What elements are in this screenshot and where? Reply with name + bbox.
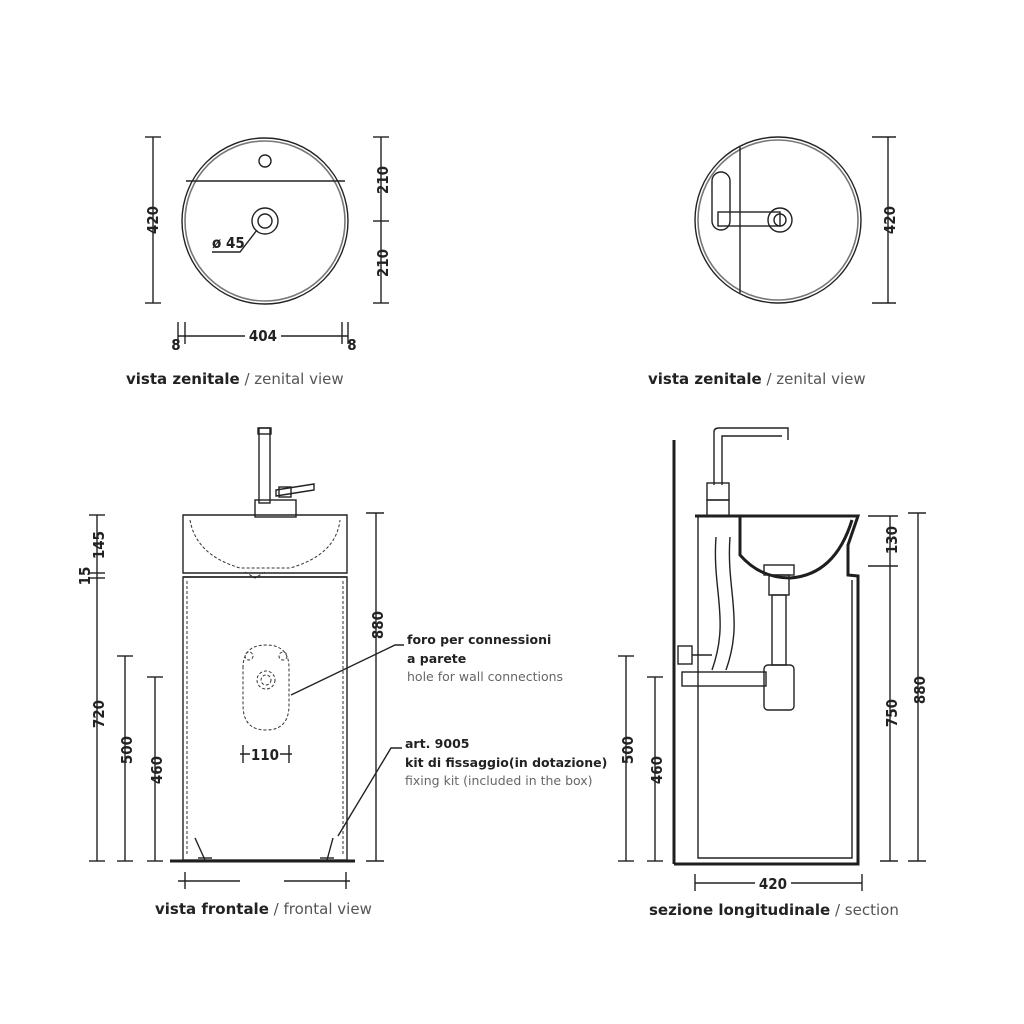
- section-view: 130 750 880 500 460 420 sezione longitud…: [618, 427, 929, 919]
- caption-zenital-right: vista zenitale / zenital view: [648, 370, 866, 388]
- hole-width-label: 110: [251, 746, 279, 764]
- right-gap-label: 8: [347, 336, 356, 354]
- total-height-label: 880: [369, 611, 387, 639]
- faucet-body: [706, 482, 730, 501]
- drain-outer: [767, 207, 793, 233]
- section-shell: [674, 514, 861, 866]
- wall-hole-note-line2: a parete: [407, 651, 466, 666]
- drain-diameter-label: ø 45: [212, 234, 245, 252]
- basin-front: [182, 514, 348, 574]
- drain-leader: [212, 229, 258, 253]
- stop-valve: [677, 645, 693, 665]
- frontal-view: 110 145 15 720 500 460 880: [76, 427, 607, 918]
- fixing-kit-en: fixing kit (included in the box): [405, 773, 593, 788]
- drain-pipe: [771, 594, 787, 666]
- zenital-view-left: ø 45 420 210 210 404 8 8 vista zenitale …: [126, 136, 392, 388]
- left-gap-label: 8: [171, 336, 180, 354]
- upper-half-label: 210: [374, 166, 392, 194]
- kit-500-label: 500: [118, 736, 136, 764]
- height-dim-label: 420: [144, 206, 162, 234]
- zenital-view-right: 420 vista zenitale / zenital view: [648, 136, 899, 388]
- tap-handle: [711, 171, 731, 231]
- caption-frontal: vista frontale / frontal view: [155, 900, 372, 918]
- kit-460-label: 460: [648, 756, 666, 784]
- fixing-kit-leader: [337, 747, 402, 837]
- basin-inner-outline: [184, 140, 346, 302]
- tap-body: [258, 427, 271, 504]
- total-height-label: 880: [911, 676, 929, 704]
- fixing-kit-right: [326, 837, 334, 861]
- tap-lever: [275, 483, 315, 497]
- kit-460-label: 460: [148, 756, 166, 784]
- basin-hidden-bowl: [189, 519, 341, 569]
- siphon-trap: [763, 664, 795, 711]
- hole-height-label: 720: [90, 700, 108, 728]
- lower-half-label: 210: [374, 249, 392, 277]
- caption-section: sezione longitudinale / section: [649, 901, 899, 919]
- wall-hole-note-en: hole for wall connections: [407, 669, 563, 684]
- caption-zenital-left: vista zenitale / zenital view: [126, 370, 344, 388]
- fixing-kit-code: art. 9005: [405, 736, 469, 751]
- fixing-kit-it: kit di fissaggio(in dotazione): [405, 755, 607, 770]
- fixing-kit-left: [194, 837, 206, 861]
- tap-spout: [717, 211, 781, 227]
- body-height-label: 750: [883, 699, 901, 727]
- wall-hole-note-line1: foro per connessioni: [407, 632, 551, 647]
- tap-base: [254, 499, 297, 518]
- drain-inner: [773, 213, 787, 227]
- faucet-spout: [713, 427, 789, 485]
- waste-outlet: [681, 671, 767, 687]
- wall-hole-outline: [242, 644, 290, 731]
- basin-outline: [181, 137, 349, 305]
- drain-hole-outer: [251, 207, 279, 235]
- tap-hole: [258, 154, 272, 168]
- pedestal-body: [182, 576, 348, 861]
- kit-500-label: 500: [619, 736, 637, 764]
- wall-hole-leader: [290, 644, 404, 696]
- basin-bowl-section: [708, 514, 854, 580]
- drain-hole-inner: [257, 213, 273, 229]
- depth-dim-label: 420: [759, 875, 787, 893]
- basin-height-label: 130: [883, 526, 901, 554]
- height-dim-label: 420: [881, 206, 899, 234]
- basin-top-label: 145: [90, 531, 108, 559]
- width-dim-label: 404: [249, 327, 277, 345]
- basin-rim-label: 15: [76, 567, 94, 586]
- basin-outline: [694, 136, 862, 304]
